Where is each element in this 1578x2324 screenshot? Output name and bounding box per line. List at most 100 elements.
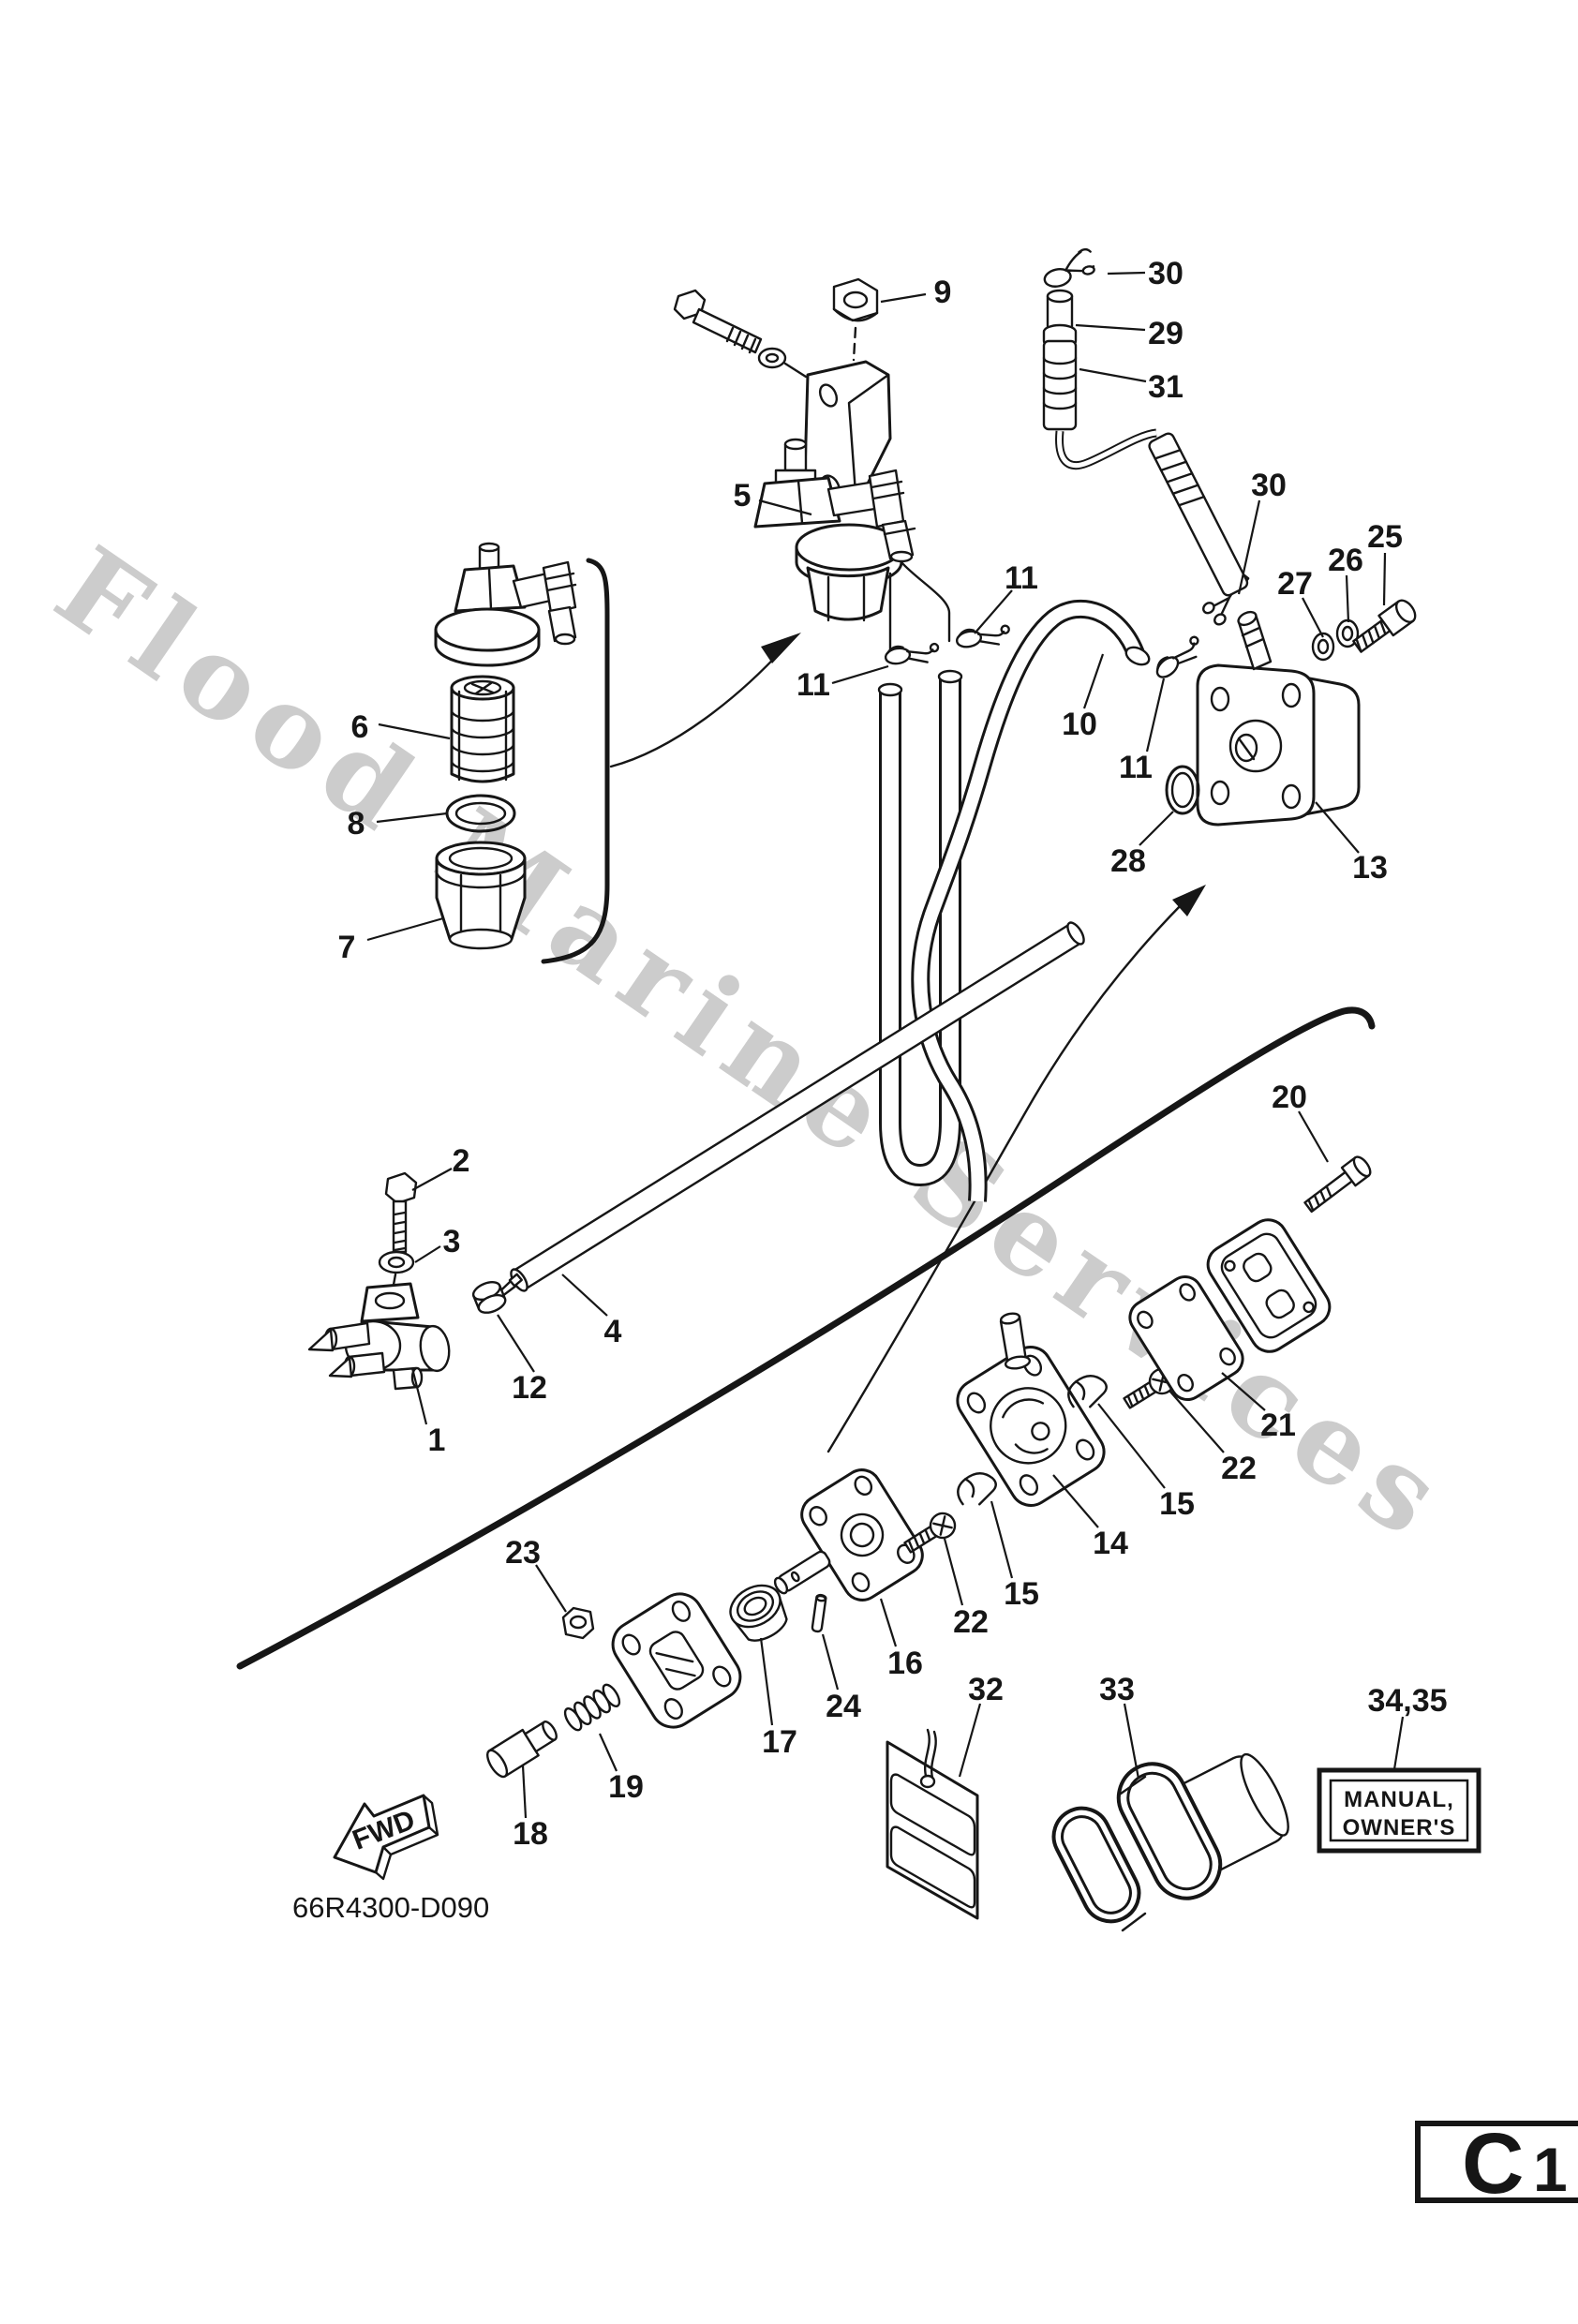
leader-line-25 bbox=[1382, 552, 1387, 606]
pipe-clamp-12 bbox=[471, 1273, 523, 1314]
leader-line-2 bbox=[411, 1168, 453, 1191]
cover-bolt-20 bbox=[1303, 1155, 1372, 1214]
fuel-filter-assembly bbox=[753, 438, 951, 663]
leader-line-30 bbox=[1237, 499, 1261, 595]
part-label-32: 32 bbox=[968, 1672, 1004, 1707]
leader-line-34,35 bbox=[1392, 1716, 1405, 1770]
grommet bbox=[1051, 1752, 1289, 1932]
pump-cover bbox=[1206, 1218, 1332, 1353]
leader-line-24 bbox=[821, 1633, 840, 1691]
part-label-9: 9 bbox=[934, 275, 952, 310]
leader-line-12 bbox=[497, 1314, 535, 1373]
fwd-direction-flag: FWD bbox=[333, 1794, 439, 1881]
part-label-5: 5 bbox=[734, 478, 752, 514]
fuel-filter-head-inset bbox=[434, 542, 577, 667]
page-tab: C 1 bbox=[1415, 2116, 1578, 2212]
leader-line-32 bbox=[958, 1703, 982, 1778]
pump-reference-arrow bbox=[826, 885, 1206, 1453]
part-label-3: 3 bbox=[443, 1224, 461, 1259]
part-label-15: 15 bbox=[1159, 1486, 1195, 1522]
part-label-34,35: 34,35 bbox=[1367, 1683, 1447, 1719]
leader-line-28 bbox=[1139, 811, 1174, 846]
leader-line-29 bbox=[1075, 323, 1146, 332]
leader-line-11 bbox=[1145, 678, 1166, 752]
leader-line-30 bbox=[1107, 271, 1146, 276]
leader-line-14 bbox=[1052, 1474, 1099, 1528]
part-label-33: 33 bbox=[1099, 1672, 1135, 1707]
part-label-8: 8 bbox=[348, 806, 365, 842]
leader-line-5 bbox=[758, 499, 812, 516]
part-label-13: 13 bbox=[1352, 850, 1388, 886]
part-label-23: 23 bbox=[505, 1535, 541, 1571]
part-label-11: 11 bbox=[1005, 560, 1038, 596]
owners-manual-decal: MANUAL, OWNER'S bbox=[1317, 1767, 1481, 1854]
leader-line-8 bbox=[376, 812, 448, 824]
wire-clamp-30-top bbox=[1043, 247, 1095, 288]
part-label-28: 28 bbox=[1110, 843, 1146, 879]
leader-line-4 bbox=[561, 1274, 608, 1317]
hose-protector-31 bbox=[1148, 432, 1249, 597]
leader-line-17 bbox=[759, 1637, 774, 1726]
pump-body bbox=[956, 1346, 1106, 1507]
part-label-6: 6 bbox=[351, 709, 369, 745]
leader-line-20 bbox=[1298, 1110, 1329, 1163]
drawing-code: 66R4300-D090 bbox=[292, 1891, 489, 1924]
inset-reference-arrow bbox=[609, 633, 801, 768]
leader-line-27 bbox=[1302, 597, 1324, 638]
part-label-29: 29 bbox=[1148, 316, 1184, 351]
leader-line-11 bbox=[974, 589, 1013, 634]
pump-bolt-25 bbox=[1352, 599, 1417, 653]
hose-clamp bbox=[1155, 635, 1199, 678]
clip bbox=[957, 1472, 997, 1506]
part-label-14: 14 bbox=[1093, 1526, 1128, 1561]
plunger-cup bbox=[729, 1584, 788, 1642]
part-label-2: 2 bbox=[453, 1143, 470, 1179]
leader-line-19 bbox=[598, 1733, 618, 1772]
part-label-30: 30 bbox=[1251, 468, 1287, 503]
screw bbox=[903, 1512, 957, 1554]
decal-line-2: OWNER'S bbox=[1343, 1815, 1456, 1840]
leader-line-18 bbox=[521, 1765, 528, 1819]
part-label-21: 21 bbox=[1260, 1408, 1296, 1443]
leader-line-22 bbox=[943, 1538, 964, 1606]
part-label-27: 27 bbox=[1277, 566, 1313, 602]
leader-line-10 bbox=[1082, 653, 1105, 709]
part-label-15: 15 bbox=[1004, 1576, 1039, 1612]
clip bbox=[1067, 1375, 1108, 1408]
decal-line-1: MANUAL, bbox=[1344, 1787, 1454, 1812]
part-label-25: 25 bbox=[1367, 519, 1403, 555]
part-label-12: 12 bbox=[512, 1370, 547, 1406]
pump-gasket bbox=[1128, 1275, 1244, 1401]
pin bbox=[811, 1593, 827, 1633]
fuel-hose bbox=[911, 599, 1151, 1202]
part-label-16: 16 bbox=[887, 1646, 923, 1681]
leader-line-15 bbox=[990, 1500, 1014, 1579]
page-tab-number: 1 bbox=[1533, 2135, 1568, 2204]
leader-line-31 bbox=[1079, 367, 1147, 383]
plunger bbox=[486, 1721, 558, 1779]
pump-flange bbox=[773, 1468, 924, 1601]
part-label-11: 11 bbox=[1119, 750, 1153, 785]
primer-hose-assembly bbox=[1042, 247, 1249, 597]
leader-line-15 bbox=[1097, 1403, 1166, 1489]
part-label-22: 22 bbox=[1221, 1451, 1257, 1486]
part-label-26: 26 bbox=[1328, 543, 1363, 578]
leader-line-13 bbox=[1315, 801, 1360, 854]
part-label-11: 11 bbox=[796, 667, 830, 703]
filter-cup bbox=[435, 841, 527, 950]
pump-plunger-group bbox=[486, 1155, 1372, 1779]
page-tab-letter: C bbox=[1462, 2116, 1524, 2212]
part-label-4: 4 bbox=[604, 1314, 622, 1349]
fuel-cock-assembly bbox=[307, 1171, 523, 1391]
leader-line-7 bbox=[366, 916, 444, 942]
leader-line-16 bbox=[879, 1598, 898, 1647]
filter-element bbox=[450, 675, 515, 783]
fuel-pump-assembly bbox=[1165, 572, 1417, 827]
leader-line-23 bbox=[535, 1564, 567, 1613]
cowling-outline-lines bbox=[236, 1006, 1376, 1670]
leader-line-3 bbox=[414, 1245, 441, 1263]
part-label-18: 18 bbox=[513, 1816, 548, 1852]
part-label-30: 30 bbox=[1148, 256, 1184, 291]
part-label-31: 31 bbox=[1148, 369, 1184, 405]
